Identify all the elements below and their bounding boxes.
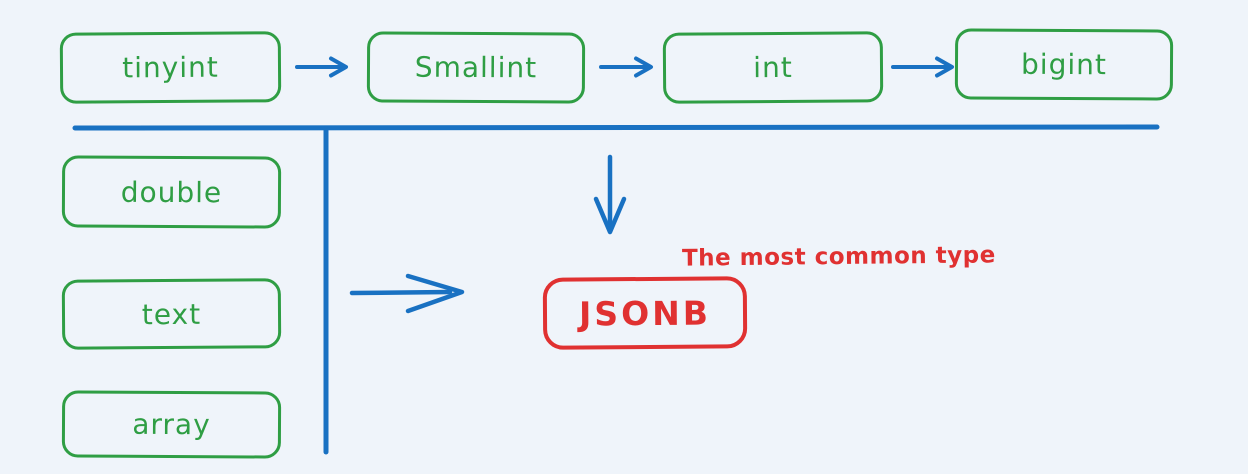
- box-text-label: text: [141, 297, 202, 331]
- box-bigint: bigint: [954, 28, 1174, 101]
- box-tinyint-label: tinyint: [122, 50, 219, 85]
- box-int-label: int: [753, 50, 793, 85]
- box-array: array: [61, 390, 282, 459]
- arrow-right-icon: [891, 56, 954, 78]
- box-jsonb: JSONB: [542, 276, 748, 350]
- jsonb-annotation: The most common type: [681, 242, 996, 272]
- arrow-right-large-icon: [349, 273, 465, 314]
- box-double: double: [61, 155, 282, 229]
- box-bigint-label: bigint: [1020, 47, 1108, 82]
- arrow-right-icon: [295, 56, 348, 78]
- box-smallint: Smallint: [366, 31, 586, 104]
- box-double-label: double: [120, 175, 223, 209]
- box-text: text: [61, 278, 282, 350]
- box-smallint-label: Smallint: [414, 50, 538, 85]
- arrow-right-icon: [599, 56, 653, 78]
- arrow-down-icon: [593, 154, 627, 235]
- box-jsonb-label: JSONB: [578, 293, 712, 333]
- box-int: int: [662, 31, 884, 104]
- horizontal-divider-line: [72, 124, 1160, 131]
- box-tinyint: tinyint: [59, 31, 282, 104]
- box-array-label: array: [132, 407, 211, 442]
